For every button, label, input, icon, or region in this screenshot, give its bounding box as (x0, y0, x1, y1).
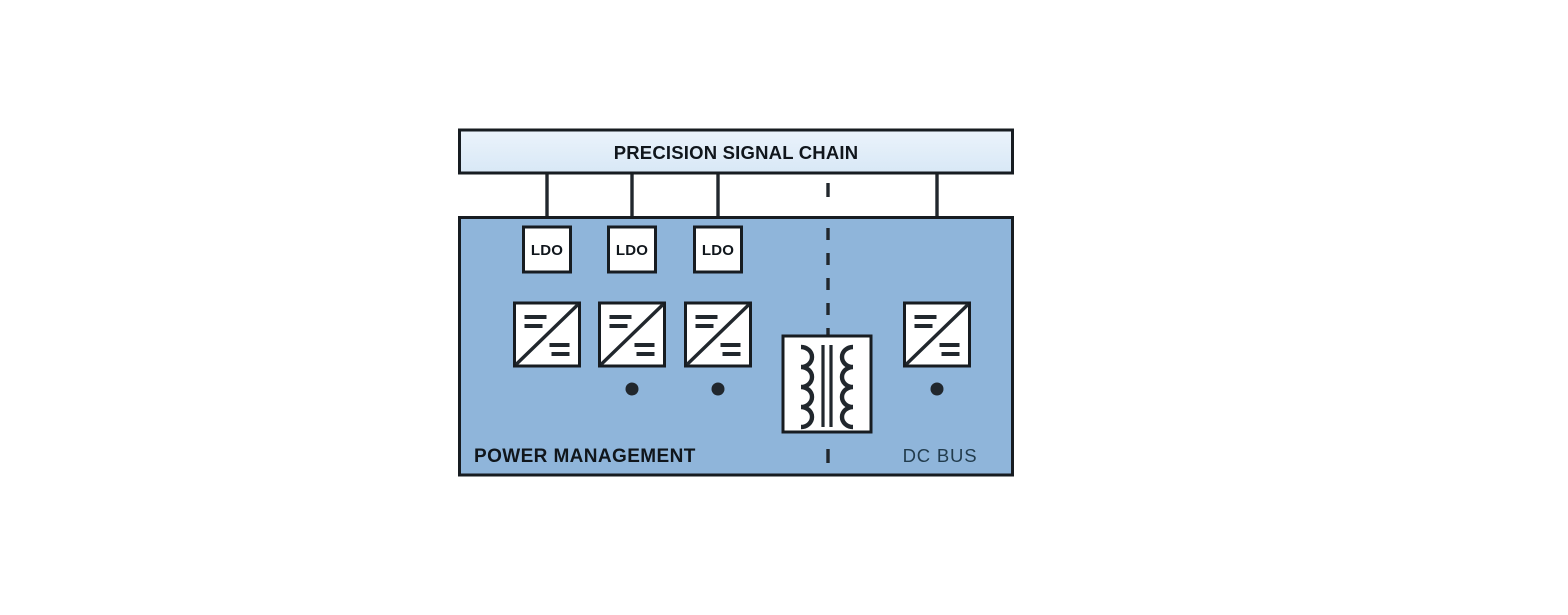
ldo-label: LDO (531, 242, 563, 259)
junction-dot (930, 382, 944, 396)
ldo-box (607, 225, 657, 274)
dc-dc-converter-icon (512, 301, 582, 368)
ldo-box (693, 225, 743, 274)
transformer-box (781, 334, 873, 434)
ldo-block-3: LDO (693, 225, 743, 274)
transformer-secondary-winding (839, 344, 854, 430)
power-management-label: POWER MANAGEMENT (474, 446, 696, 467)
precision-signal-chain-label: PRECISION SIGNAL CHAIN (614, 142, 859, 163)
ldo-label: LDO (702, 242, 734, 259)
junction-dot (625, 382, 639, 396)
transformer-primary-winding (800, 344, 815, 430)
dc-dc-converter-icon (597, 301, 667, 368)
junction-dot (711, 382, 725, 396)
dc-dc-converter-icon (902, 301, 972, 368)
dc-bus-label: DC BUS (903, 445, 978, 466)
ldo-block-1: LDO (522, 225, 572, 274)
precision-signal-chain-box (458, 128, 1014, 175)
ldo-box (522, 225, 572, 274)
transformer-icon (781, 334, 873, 434)
ldo-block-2: LDO (607, 225, 657, 274)
ldo-label: LDO (616, 242, 648, 259)
dc-dc-converter-icon (683, 301, 753, 368)
